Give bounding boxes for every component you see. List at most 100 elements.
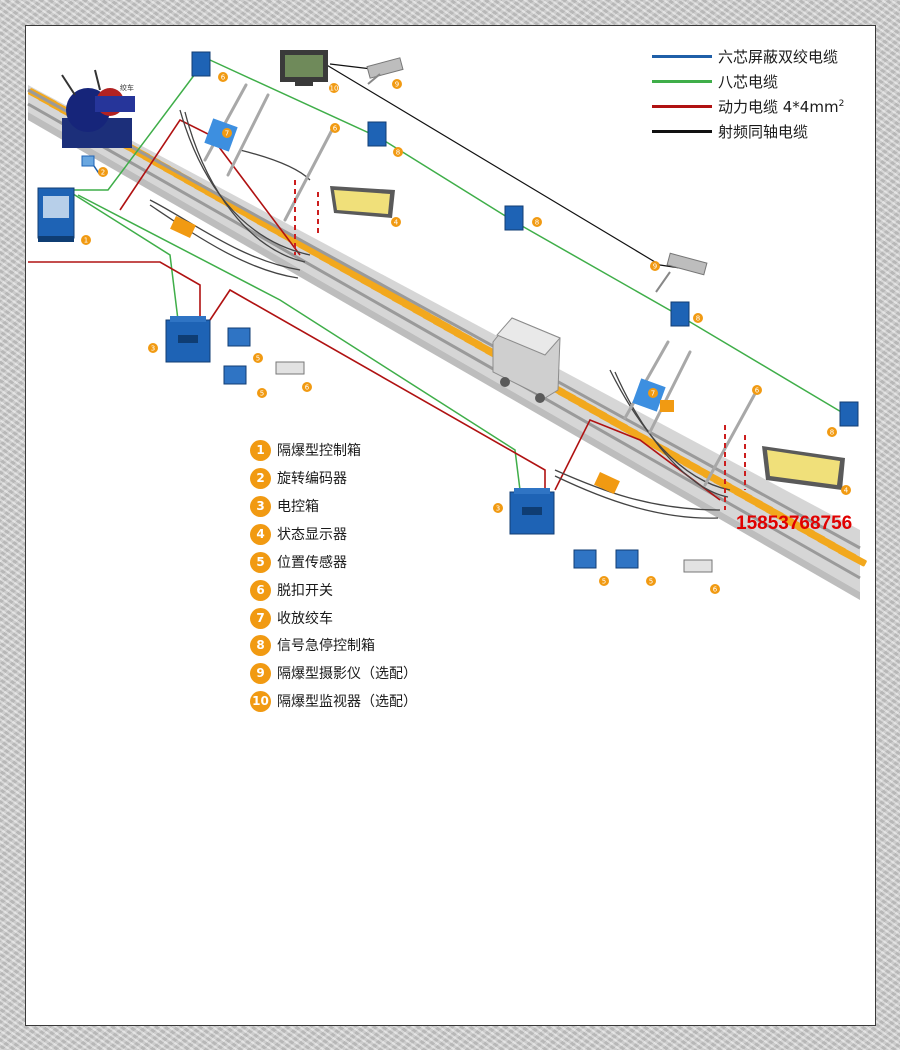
- component-tag-label: 8: [535, 219, 539, 227]
- component-tag: [393, 147, 403, 157]
- legend-entry: 射频同轴电缆: [652, 121, 808, 141]
- legend-label: 六芯屏蔽双绞电缆: [718, 47, 839, 66]
- list-item: 4 状态显示器: [250, 523, 347, 545]
- cable-power-3: [119, 118, 301, 256]
- component-tag-label: 9: [653, 263, 657, 271]
- component-tag-label: 6: [713, 586, 718, 594]
- component-tag-label: 7: [651, 390, 655, 398]
- list-item-label: 位置传感器: [277, 555, 347, 571]
- component-tag: [648, 388, 658, 398]
- component-tag-label: 3: [151, 345, 155, 353]
- rail-left: [27, 88, 861, 550]
- component-tag: [841, 485, 851, 495]
- component-tag-label: 8: [830, 429, 834, 437]
- list-item: 8 信号急停控制箱: [250, 634, 375, 656]
- trip-switch-barrier-1: [294, 180, 319, 255]
- number-badge: 7: [250, 607, 271, 629]
- mine-cart: [492, 317, 561, 403]
- cable-eight-core-2: [70, 69, 199, 191]
- number-badge: 6: [250, 579, 271, 601]
- component-tag-label: 8: [396, 149, 400, 157]
- component-tag-label: 8: [696, 315, 700, 323]
- electric-control-box-2: [509, 488, 555, 535]
- component-tag: [257, 388, 267, 398]
- track-bed-shadow: [28, 112, 860, 600]
- legend-swatch-power: [652, 104, 712, 108]
- component-tag: [148, 343, 158, 353]
- list-item: 2 旋转编码器: [250, 467, 347, 489]
- legend-swatch-eight-core: [652, 79, 712, 83]
- number-badge: 1: [250, 439, 271, 461]
- number-badge: 4: [250, 523, 271, 545]
- legend-entry: 八芯电缆: [652, 71, 778, 91]
- component-tag: [646, 576, 656, 586]
- winch-label: 绞车: [120, 83, 134, 92]
- list-item-label: 旋转编码器: [277, 471, 347, 487]
- number-badge: 2: [250, 467, 271, 489]
- list-item: 3 电控箱: [250, 495, 319, 517]
- list-item-label: 隔爆型摄影仪（选配）: [277, 666, 417, 682]
- component-tag: [330, 123, 340, 133]
- component-tag-label: 2: [101, 169, 105, 177]
- component-tag: [532, 217, 542, 227]
- legend-label: 射频同轴电缆: [718, 122, 809, 141]
- list-item-label: 状态显示器: [277, 527, 347, 543]
- component-tag: [392, 79, 402, 89]
- list-item-label: 信号急停控制箱: [277, 638, 375, 654]
- number-badge: 5: [250, 551, 271, 573]
- cable-eight-core-3: [69, 191, 179, 321]
- component-tag: [253, 353, 263, 363]
- component-tag: [650, 261, 660, 271]
- component-tag-label: 5: [256, 355, 260, 363]
- stowing-winch-units: [170, 118, 674, 494]
- component-tag-label: 9: [395, 81, 399, 89]
- component-tag: [81, 235, 91, 245]
- component-tag-label: 5: [260, 390, 264, 398]
- explosion-proof-monitor: [280, 50, 328, 86]
- number-badge: 3: [250, 495, 271, 517]
- number-badge: 9: [250, 662, 271, 684]
- component-tag: [710, 584, 720, 594]
- component-tag-label: 10: [330, 85, 339, 93]
- sleeper: [838, 547, 867, 567]
- wire-bundle-2: [554, 369, 731, 519]
- list-item-label: 电控箱: [277, 499, 319, 515]
- list-item: 7 收放绞车: [250, 607, 333, 629]
- list-item-label: 隔爆型控制箱: [277, 443, 361, 459]
- phone-number: 15853768756: [736, 513, 853, 534]
- legend-entry: 动力电缆 4*4mm2: [652, 96, 844, 116]
- status-display-1: [330, 186, 395, 218]
- explosion-proof-camera-2: [655, 252, 708, 293]
- legend-entry: 六芯屏蔽双绞电缆: [652, 46, 838, 66]
- status-display-2: [762, 446, 845, 490]
- list-item-label: 收放绞车: [277, 611, 333, 627]
- component-tag-label: 5: [602, 578, 606, 586]
- component-tag: [222, 128, 232, 138]
- main-winch: [61, 69, 135, 148]
- component-tag-label: 3: [496, 505, 500, 513]
- legend-swatch-six-core: [652, 54, 712, 58]
- component-tag-label: 6: [305, 384, 310, 392]
- list-item: 10 隔爆型监视器（选配）: [250, 690, 417, 712]
- cable-coax: [324, 63, 681, 269]
- electric-control-box-1: [165, 316, 211, 363]
- component-tag-label: 4: [394, 219, 399, 227]
- component-tag-label: 6: [333, 125, 338, 133]
- cable-power-2: [209, 288, 546, 490]
- explosion-proof-camera-1: [366, 57, 404, 85]
- component-tag: [493, 503, 503, 513]
- position-sensors: [223, 327, 639, 569]
- trip-switch-barrier-2: [724, 425, 746, 510]
- legend-label: 八芯电缆: [718, 72, 779, 91]
- rotary-encoder: [81, 155, 95, 167]
- component-tag: [302, 382, 312, 392]
- list-item-label: 隔爆型监视器（选配）: [277, 694, 417, 710]
- component-tag: [391, 217, 401, 227]
- number-badge: 10: [250, 690, 271, 712]
- component-tag-label: 4: [844, 487, 849, 495]
- component-tag: [752, 385, 762, 395]
- number-badge: 8: [250, 634, 271, 656]
- component-tag-label: 5: [649, 578, 653, 586]
